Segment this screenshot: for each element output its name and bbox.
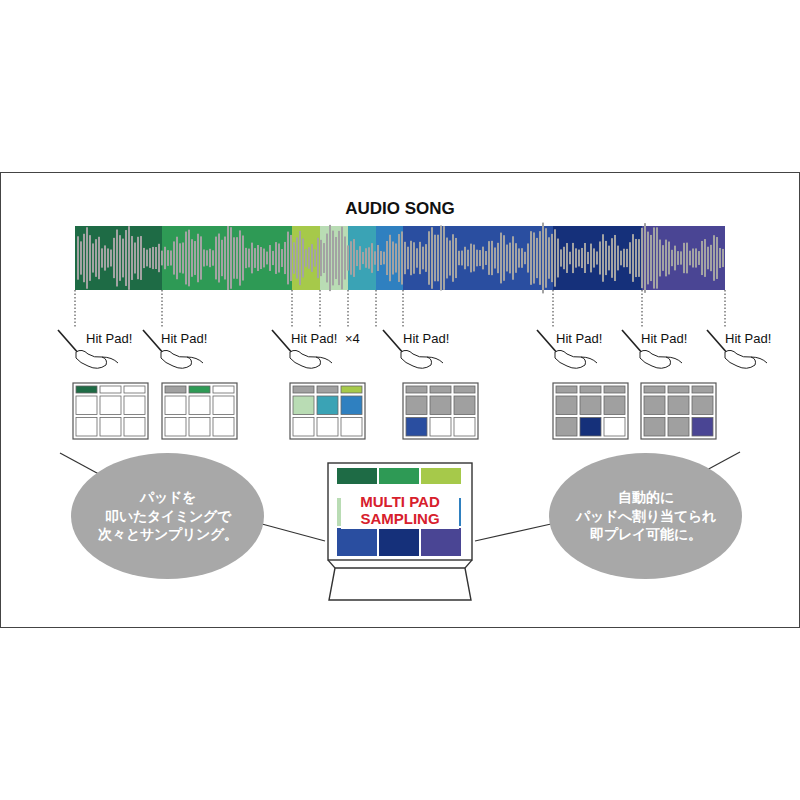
hit-label: Hit Pad!: [403, 331, 449, 346]
hit-label: Hit Pad!: [641, 331, 687, 346]
text-holder: パッドを 叩いたタイミングで 次々とサンプリング。: [70, 452, 265, 580]
frame: [1, 173, 800, 628]
pad-grids: [73, 383, 716, 439]
connector-line: [475, 524, 551, 541]
hit-label: ×4: [345, 331, 360, 346]
device-outline: [325, 460, 475, 602]
song-bands: [75, 226, 725, 290]
device-title: MULTI PAD SAMPLING: [341, 491, 459, 530]
hit-label: Hit Pad!: [86, 331, 132, 346]
callout-text: 自動的に パッドへ割り当てられ 即プレイ可能に。: [571, 488, 721, 545]
title: AUDIO SONG: [0, 199, 800, 219]
callout-ellipse: 自動的に パッドへ割り当てられ 即プレイ可能に。: [548, 452, 743, 580]
stick-hands: [58, 330, 767, 368]
hit-label: Hit Pad!: [161, 331, 207, 346]
text-holder: MULTI PAD SAMPLING: [325, 460, 475, 560]
device-node: MULTI PAD SAMPLING: [325, 460, 475, 602]
cue-lines: [75, 290, 725, 328]
hit-label: Hit Pad!: [556, 331, 602, 346]
callout-ellipse: パッドを 叩いたタイミングで 次々とサンプリング。: [70, 452, 265, 580]
callout-text: パッドを 叩いたタイミングで 次々とサンプリング。: [93, 488, 243, 545]
waveform: [77, 223, 724, 294]
hit-label: Hit Pad!: [725, 331, 771, 346]
connector-line: [262, 524, 325, 541]
hit-label: Hit Pad!: [291, 331, 337, 346]
text-holder: 自動的に パッドへ割り当てられ 即プレイ可能に。: [548, 452, 743, 580]
